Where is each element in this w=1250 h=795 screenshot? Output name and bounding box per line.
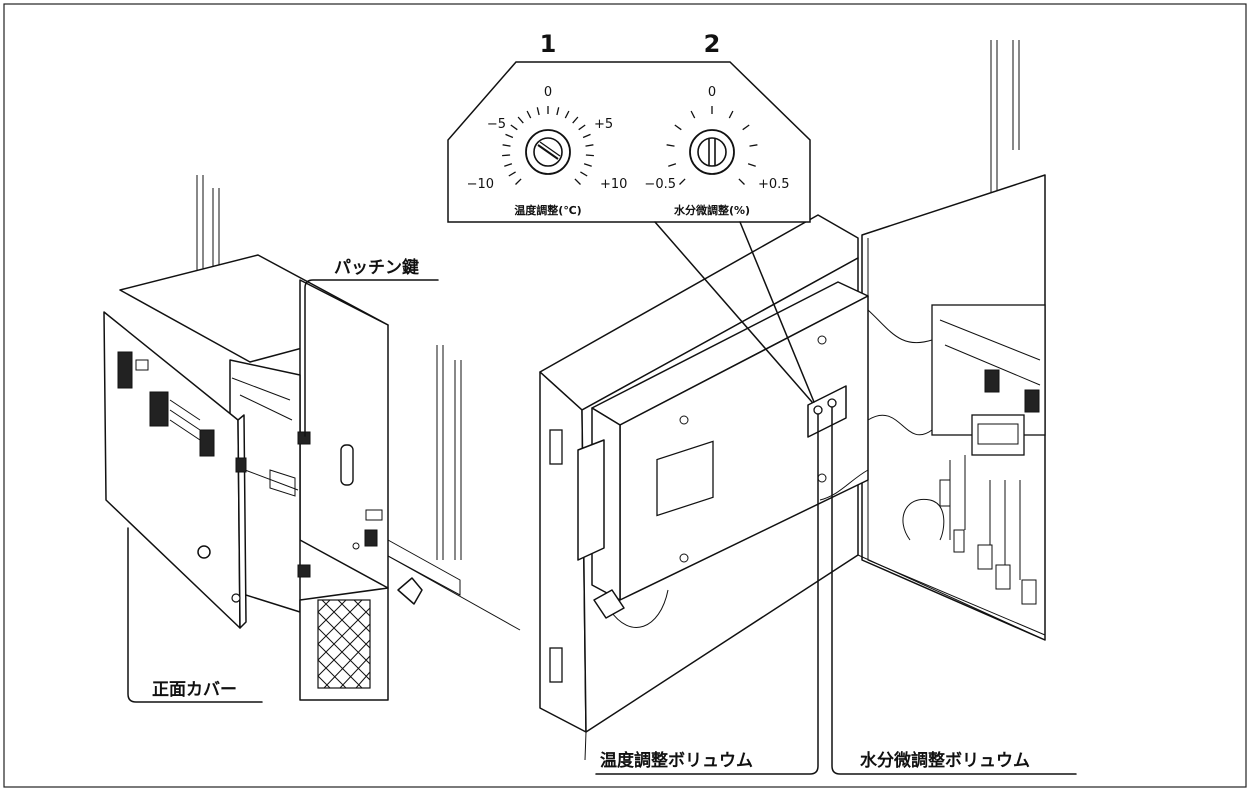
- dial1-tick: [502, 154, 511, 157]
- callout-temperature-volume: 温度調整ボリュウム: [595, 413, 819, 775]
- dial1-slot: [537, 144, 559, 160]
- temperature-volume-label: 温度調整ボリュウム: [600, 750, 753, 771]
- left-unit: [103, 175, 521, 701]
- dial1-tick: [585, 144, 594, 147]
- dial1-tick: [515, 178, 522, 185]
- dial1-tick: [572, 116, 579, 124]
- dial2-knob: [697, 137, 727, 167]
- dial1-tick: [504, 163, 513, 167]
- dial2-tick: [674, 124, 682, 131]
- temperature-volume-knob: [813, 405, 823, 415]
- dial1-ticks: [502, 106, 594, 185]
- dial2-tick: [742, 124, 750, 131]
- moisture-volume-label: 水分微調整ボリュウム: [860, 750, 1030, 771]
- dial1-tick: [526, 110, 532, 119]
- dial2-tick: [749, 144, 758, 147]
- dial1-label-minus5: −5: [487, 117, 506, 132]
- dial2: 0 −0.5 +0.5 水分微調整(%): [644, 85, 789, 217]
- patchin-key-label: パッチン鍵: [334, 257, 419, 278]
- callout-front-cover: 正面カバー: [127, 527, 263, 703]
- patchin-latch: [297, 431, 311, 445]
- dial1-number: 1: [540, 30, 557, 58]
- dial1-label-plus5: +5: [594, 117, 613, 132]
- dial1-label-plus10: +10: [600, 177, 627, 192]
- dial2-ticks: [666, 106, 758, 185]
- dial1-tick: [536, 107, 540, 116]
- dial1-label-minus10: −10: [467, 177, 494, 192]
- dial-callout: 1 2 0 −5 +5 −10 +10 温度調整(℃) 0 −0.5 +0.5: [447, 30, 815, 403]
- dial1-tick: [585, 154, 594, 157]
- dial2-label-plus05: +0.5: [758, 177, 790, 192]
- moisture-volume-knob: [827, 398, 837, 408]
- dial-panel: [447, 61, 811, 223]
- callout-moisture-volume: 水分微調整ボリュウム: [831, 406, 1077, 775]
- dial1-tick: [583, 163, 592, 167]
- grille: [317, 599, 371, 689]
- callout-patchin-key: パッチン鍵: [304, 257, 439, 437]
- dial1-tick: [582, 133, 591, 139]
- dial1-tick: [574, 178, 581, 185]
- dial1-tick: [508, 171, 516, 177]
- dial1-tick: [505, 133, 514, 139]
- dial1-tick: [517, 116, 524, 124]
- dial2-tick: [679, 178, 686, 185]
- dial1: 0 −5 +5 −10 +10 温度調整(℃): [467, 85, 628, 217]
- dial2-tick: [747, 163, 756, 167]
- dial2-label-minus05: −0.5: [644, 177, 676, 192]
- outer-frame: [3, 3, 1247, 788]
- dial1-caption: 温度調整(℃): [514, 203, 581, 217]
- dial2-label-0: 0: [708, 85, 716, 100]
- dial2-tick: [668, 163, 677, 167]
- dial2-number: 2: [704, 30, 721, 58]
- dial2-tick: [666, 144, 675, 147]
- dial2-tick: [728, 110, 734, 119]
- front-cover-label: 正面カバー: [152, 680, 237, 700]
- dial1-tick: [556, 107, 560, 116]
- dial2-tick: [690, 110, 696, 119]
- dial1-tick: [510, 124, 518, 131]
- dial2-tick: [738, 178, 745, 185]
- dial1-tick: [578, 124, 586, 131]
- dial1-tick: [580, 171, 588, 177]
- dial1-label-0: 0: [544, 85, 552, 100]
- dial1-tick: [502, 144, 511, 147]
- dial2-caption: 水分微調整(%): [674, 203, 750, 217]
- dial1-tick: [564, 110, 570, 119]
